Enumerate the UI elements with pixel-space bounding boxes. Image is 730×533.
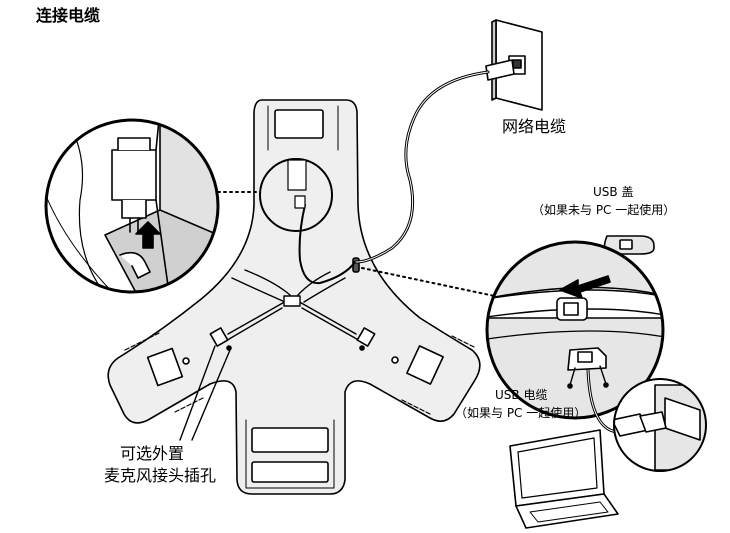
usb-cable-condition-label: （如果与 PC 一起使用） <box>455 406 587 420</box>
right-window <box>406 345 444 385</box>
network-cable-label: 网络电缆 <box>502 117 567 136</box>
network-cable <box>354 70 490 264</box>
usb-plug-icon <box>639 411 667 433</box>
display-window <box>251 427 329 453</box>
wall-jack <box>485 19 543 111</box>
usb-cover-label: USB 盖 <box>593 185 634 199</box>
mic-jack-label-line2: 麦克风接头插孔 <box>104 466 217 485</box>
usb-cable-label: USB 电缆 <box>495 388 548 402</box>
insert-arrow-icon <box>135 221 161 249</box>
cover-arrow-icon <box>559 275 611 299</box>
mic-jack-right[interactable] <box>356 327 376 347</box>
mic-jack-label-line1: 可选外置 <box>120 444 185 463</box>
laptop-usb-zoom <box>613 378 707 472</box>
network-jack-zoom <box>44 118 220 294</box>
internal-cable <box>298 204 356 285</box>
usb-cover-condition-label: （如果未与 PC 一起使用） <box>532 203 676 217</box>
laptop-icon <box>509 429 619 529</box>
speaker-grille <box>124 332 475 415</box>
page-title: 连接电缆 <box>36 6 101 25</box>
top-window <box>274 109 324 139</box>
left-window <box>146 347 184 387</box>
zoom-leader-right <box>361 267 505 299</box>
mic-leader-left <box>179 345 216 441</box>
mic-leader-right <box>191 349 231 441</box>
mic-jack-left[interactable] <box>209 327 229 347</box>
conference-phone <box>107 99 481 495</box>
jack-highlight-circle <box>259 158 333 232</box>
display-window-lower <box>251 461 329 483</box>
